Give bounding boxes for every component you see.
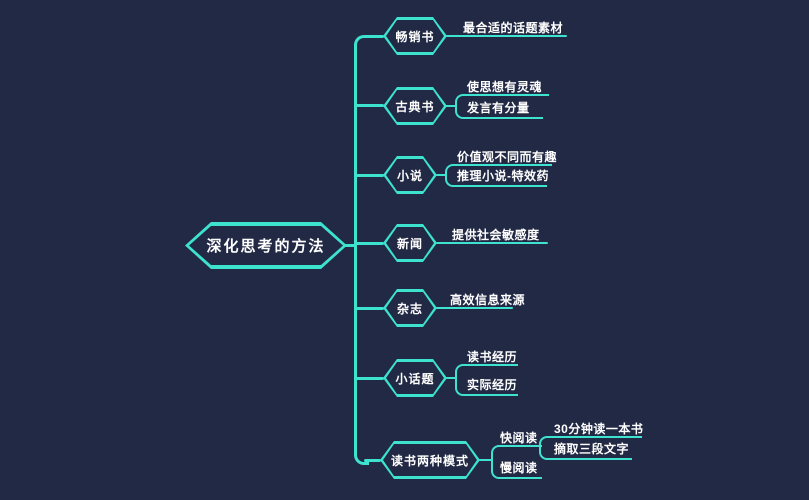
topic-node-bestsellers[interactable]: 畅销书	[383, 17, 447, 55]
topic-node-classics[interactable]: 古典书	[383, 87, 447, 125]
leaf-underline	[436, 242, 548, 244]
elbow-connector	[491, 459, 542, 479]
trunk-bottom-corner	[354, 449, 369, 465]
topic-label: 读书两种模式	[390, 453, 469, 468]
root-topic-label: 深化思考的方法	[206, 238, 326, 255]
leaf-topic[interactable]: 发言有分量	[467, 101, 530, 115]
elbow-connector	[455, 105, 543, 119]
trunk-line	[354, 45, 357, 453]
topic-node-news[interactable]: 新闻	[383, 224, 437, 262]
topic-label: 杂志	[396, 301, 423, 316]
leaf-topic[interactable]: 实际经历	[467, 378, 518, 392]
topic-label: 小话题	[395, 371, 435, 386]
branch-line-classics	[354, 104, 384, 107]
elbow-connector	[455, 377, 518, 396]
elbow-connector	[455, 364, 518, 381]
branch-line-news	[354, 242, 384, 245]
leaf-topic[interactable]: 提供社会敏感度	[452, 228, 540, 242]
leaf-topic[interactable]: 摘取三段文字	[554, 442, 630, 456]
leaf-underline	[436, 307, 513, 309]
leaf-topic[interactable]: 30分钟读一本书	[554, 422, 644, 436]
elbow-connector	[445, 174, 547, 187]
topic-label: 新闻	[396, 236, 423, 251]
leaf-stub-line	[436, 174, 446, 176]
topic-label: 小说	[396, 168, 423, 183]
root-stub-line	[344, 244, 356, 247]
root-topic-node[interactable]: 深化思考的方法	[185, 222, 347, 269]
branch-line-bestsellers	[364, 35, 384, 38]
elbow-connector	[445, 164, 552, 178]
subtopic-fast-reading[interactable]: 快阅读	[500, 431, 538, 445]
branch-line-magazines	[354, 307, 384, 310]
leaf-topic[interactable]: 最合适的话题素材	[463, 21, 564, 35]
trunk-top-corner	[354, 35, 369, 50]
topic-node-novels[interactable]: 小说	[383, 156, 437, 194]
topic-node-reading-modes[interactable]: 读书两种模式	[380, 441, 480, 479]
branch-line-small-topics	[354, 377, 384, 380]
leaf-topic[interactable]: 使思想有灵魂	[467, 80, 543, 94]
topic-label: 畅销书	[395, 29, 435, 44]
elbow-connector	[455, 94, 549, 109]
leaf-topic[interactable]: 读书经历	[467, 350, 518, 364]
leaf-topic[interactable]: 推理小说-特效药	[457, 169, 549, 183]
subtopic-slow-reading[interactable]: 慢阅读	[500, 461, 538, 475]
elbow-connector	[491, 445, 542, 462]
leaf-underline	[446, 35, 567, 37]
topic-node-magazines[interactable]: 杂志	[383, 289, 437, 327]
branch-line-novels	[354, 174, 384, 177]
elbow-connector	[539, 436, 642, 449]
topic-label: 古典书	[395, 99, 435, 114]
leaf-stub-line	[479, 459, 492, 461]
elbow-connector	[539, 446, 632, 460]
leaf-stub-line	[445, 105, 456, 107]
leaf-topic[interactable]: 高效信息来源	[450, 293, 526, 307]
leaf-stub-line	[446, 377, 456, 379]
leaf-topic[interactable]: 价值观不同而有趣	[457, 150, 558, 164]
topic-node-small-topics[interactable]: 小话题	[383, 359, 447, 397]
branch-line-reading-modes	[364, 459, 381, 462]
